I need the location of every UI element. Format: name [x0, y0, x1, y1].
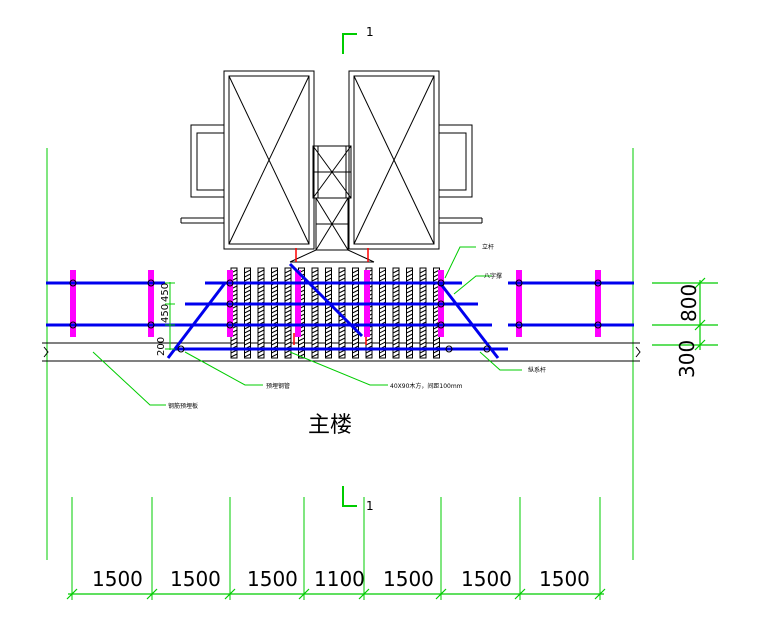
left-dim-3: 200: [156, 337, 167, 356]
label-diagonal-brace: 八字撑: [484, 272, 502, 280]
bottom-dimension-line: [66, 588, 606, 600]
bottom-dim-3: 1500: [247, 567, 298, 591]
bottom-dim-7: 1500: [539, 567, 590, 591]
section-mark-top: 1: [342, 25, 374, 54]
right-dimensions: [652, 277, 718, 351]
joint-circles: [69, 279, 602, 353]
leaders: [92, 246, 522, 406]
label-vertical-pole: 立杆: [482, 243, 494, 251]
left-dim-2: 450: [160, 304, 171, 323]
bottom-dim-2: 1500: [170, 567, 221, 591]
section-mark-bottom: 1: [342, 486, 374, 513]
right-dim-300: 300: [675, 340, 699, 378]
label-steel-plate: 钢筋预埋板: [168, 402, 198, 410]
grid-lines: [46, 148, 634, 600]
right-dim-800: 800: [677, 284, 701, 322]
post: [148, 270, 154, 337]
left-dimensions: [165, 282, 175, 350]
section-mark-bottom-label: 1: [366, 499, 374, 513]
post: [70, 270, 76, 337]
bottom-dim-1: 1500: [92, 567, 143, 591]
wood-square: [271, 267, 278, 359]
post: [516, 270, 522, 337]
bottom-dim-5: 1500: [383, 567, 434, 591]
bottom-dim-6: 1500: [461, 567, 512, 591]
bottom-dim-4: 1100: [314, 567, 365, 591]
hoist-cages: [180, 70, 483, 263]
label-base-anchor: 预埋钢管: [266, 382, 290, 390]
section-mark-top-label: 1: [366, 25, 374, 39]
left-dim-1: 450: [160, 283, 171, 302]
post: [595, 270, 601, 337]
wood-square: [311, 267, 319, 359]
building-label: 主楼: [308, 413, 352, 438]
label-longitudinal-bar: 纵系杆: [528, 366, 546, 374]
label-wood-square: 40X90木方，间距100mm: [390, 382, 463, 390]
